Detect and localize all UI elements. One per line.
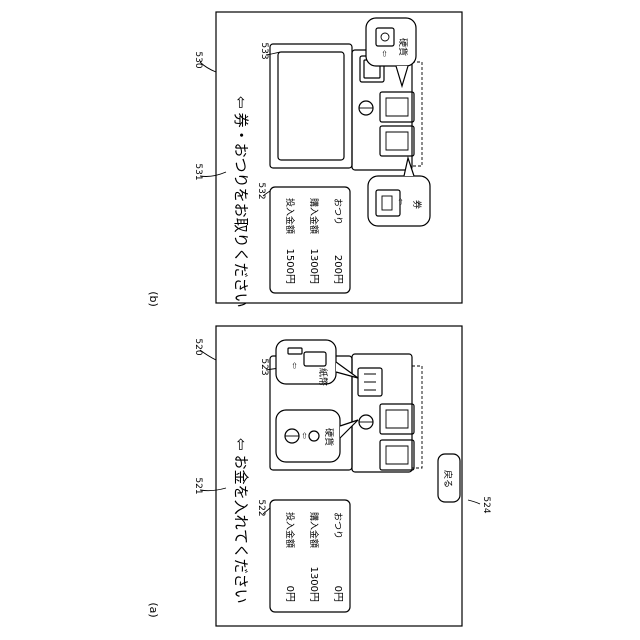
ref-532: 532 (256, 182, 266, 199)
panel-a-callout-bill: ⇦ 紙幣 (276, 340, 358, 386)
panel-b-callout-coin: ⇦ 硬貨 (366, 18, 416, 86)
ref-530: 530 (193, 51, 203, 68)
panel-b-row3-value: 200円 (332, 255, 343, 284)
panel-b-display-panel (278, 52, 344, 160)
panel-a-caption: (a) (147, 602, 160, 617)
panel-a-callout-coin-text: 硬貨 (323, 428, 335, 446)
panel-a-callout-bill-text: 紙幣 (317, 368, 329, 386)
panel-a-callout-arrow-bill: ⇦ (290, 362, 299, 369)
panel-a-row2-value: 1300円 (308, 567, 319, 602)
panel-a-row1-label: 投入金額 (284, 512, 296, 548)
ref-521: 521 (193, 477, 203, 494)
panel-b-row2-label: 購入金額 (308, 198, 320, 234)
leader-524 (468, 500, 480, 504)
panel-b: 530 531 532 533 ⇦券・おつりをお取りください 投入金額 1500… (193, 12, 462, 308)
panel-b-callout-arrow-2: ⇦ (396, 198, 405, 205)
panel-a-row3-value: 0円 (332, 586, 343, 602)
panel-b-callout-coin-text: 硬貨 (397, 38, 409, 56)
panel-a: 520 521 522 523 524 ⇦お金を入れてください 投入金額 0円 … (193, 326, 491, 626)
ref-533: 533 (259, 42, 269, 59)
ref-531: 531 (193, 163, 203, 180)
panel-a-row1-value: 0円 (284, 586, 295, 602)
back-button[interactable]: 戻る (438, 454, 460, 502)
panel-b-callout-arrow-1: ⇦ (380, 50, 389, 57)
panel-b-row1-value: 1500円 (284, 249, 295, 284)
ref-523: 523 (259, 358, 269, 375)
panel-b-row2-value: 1300円 (308, 249, 319, 284)
panel-a-row2-label: 購入金額 (308, 512, 320, 548)
panel-a-message: ⇦お金を入れてください (232, 438, 250, 604)
panel-b-message: ⇦券・おつりをお取りください (232, 96, 250, 308)
ref-520: 520 (193, 338, 203, 355)
panel-a-callout-arrow-coin: ⇦ (300, 432, 309, 439)
back-button-label[interactable]: 戻る (442, 470, 454, 488)
panel-a-callout-coin: ⇦ 硬貨 (276, 410, 358, 462)
ref-524: 524 (481, 496, 491, 513)
panel-a-row3-label: おつり (332, 512, 343, 539)
panel-b-caption: (b) (147, 291, 160, 307)
panel-b-row1-label: 投入金額 (284, 198, 296, 234)
panel-b-callout-ticket: ⇦ 券 (368, 158, 430, 226)
ref-522: 522 (256, 499, 266, 516)
panel-b-row3-label: おつり (332, 198, 343, 225)
panel-b-callout-ticket-text: 券 (411, 200, 423, 209)
